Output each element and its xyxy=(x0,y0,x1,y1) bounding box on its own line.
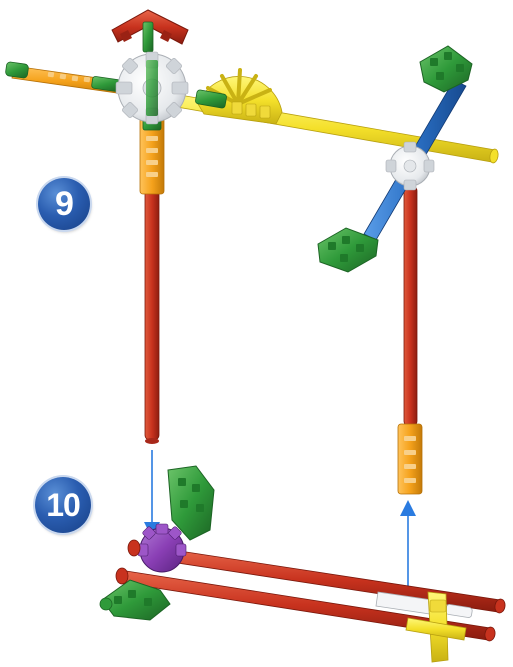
right-orange-connector xyxy=(398,424,422,494)
yellow-wheel-connector xyxy=(195,70,282,124)
purple-hub-connector xyxy=(138,524,186,572)
left-white-hub-connector xyxy=(116,52,188,124)
right-red-vertical-rod xyxy=(404,186,417,426)
left-red-vertical-rod xyxy=(145,188,159,444)
top-red-chevron-connector xyxy=(112,10,188,52)
left-orange-vertical-connector xyxy=(140,112,164,194)
